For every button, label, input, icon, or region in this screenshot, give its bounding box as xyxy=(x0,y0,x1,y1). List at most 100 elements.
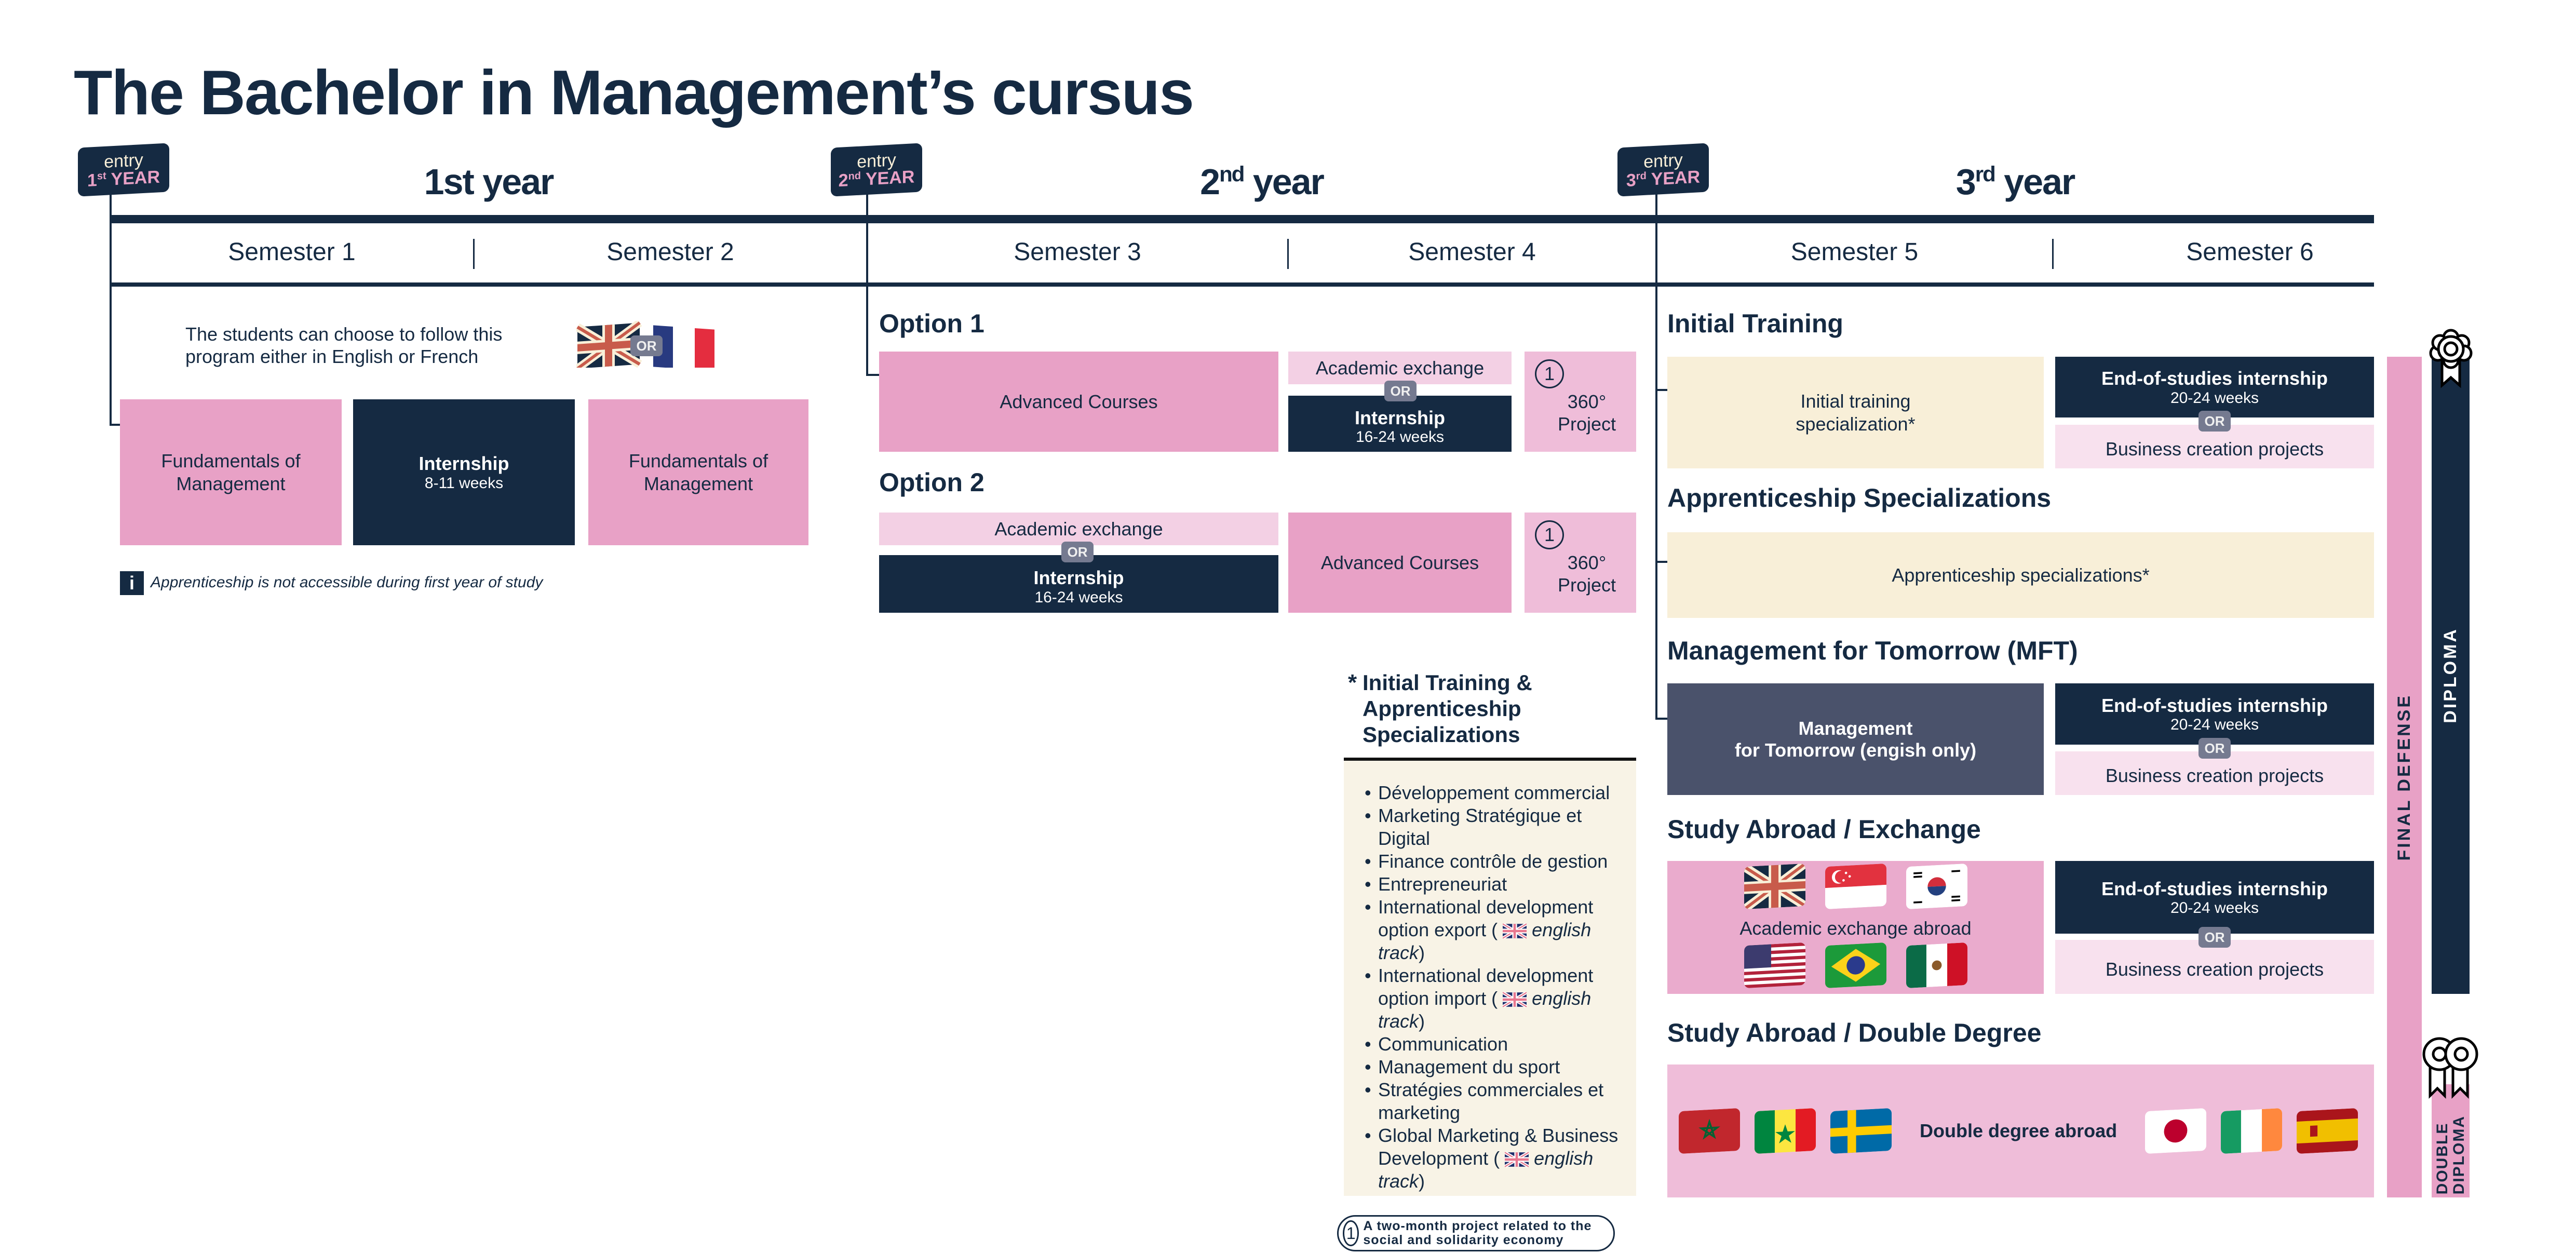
option1-advanced-courses: Advanced Courses xyxy=(879,352,1278,452)
mft-label: Management for Tomorrow (MFT) xyxy=(1667,636,2078,665)
mft-end-of-studies-internship: End-of-studies internship 20-24 weeks xyxy=(2055,683,2374,745)
mft-box: Management for Tomorrow (engish only) xyxy=(1667,683,2044,795)
year-title-1: 1st year xyxy=(424,161,555,202)
specialization-item: Management du sport xyxy=(1365,1056,1626,1079)
entry-arrow-stem xyxy=(1655,718,1671,720)
or-badge: OR xyxy=(630,335,663,356)
semester-4: Semester 4 xyxy=(1408,238,1536,266)
entry-arrow-stem xyxy=(1655,561,1671,563)
double-degree-text: Double degree abroad xyxy=(1920,1120,2118,1141)
specialization-item: Stratégies commerciales et marketing xyxy=(1365,1079,1626,1124)
entry-arrow-stem xyxy=(866,374,882,376)
final-defense-bar: FINAL DEFENSE xyxy=(2387,357,2422,1197)
sweden-flag-icon xyxy=(1830,1108,1892,1154)
double-degree-label: Study Abroad / Double Degree xyxy=(1667,1018,2042,1047)
uk-flag-icon xyxy=(1503,923,1527,939)
brazil-flag-icon xyxy=(1825,942,1886,989)
specialization-item: International development option import … xyxy=(1365,964,1626,1033)
specializations-heading: * Initial Training & Apprenticeship Spec… xyxy=(1348,670,1532,747)
year1-internship-box: Internship 8-11 weeks xyxy=(353,399,575,545)
entry-line-1 xyxy=(110,192,112,426)
option-1-label: Option 1 xyxy=(879,309,984,338)
language-flags: OR xyxy=(575,319,717,372)
initial-business-creation-projects: Business creation projects xyxy=(2055,425,2374,468)
uk-flag-icon xyxy=(1744,863,1805,910)
semester-1: Semester 1 xyxy=(228,238,356,266)
footnote-1-icon: 1 xyxy=(1535,520,1564,549)
language-note: The students can choose to follow this p… xyxy=(185,324,503,368)
year-title-2: 2nd year xyxy=(1200,161,1325,202)
header-bottom-line xyxy=(110,282,2374,287)
semester-divider xyxy=(1287,239,1289,269)
double-rosette-award-icon xyxy=(2422,1037,2478,1099)
exchange-flags-top xyxy=(1667,863,2044,912)
semester-6: Semester 6 xyxy=(2186,238,2314,266)
specialization-item: Finance contrôle de gestion xyxy=(1365,850,1626,873)
or-badge: OR xyxy=(2199,927,2231,948)
specializations-list-panel: Développement commercialMarketing Straté… xyxy=(1344,758,1636,1196)
singapore-flag-icon xyxy=(1825,863,1886,910)
exchange-abroad-box: Academic exchange abroad xyxy=(1667,861,2044,994)
double-degree-box: Double degree abroad xyxy=(1667,1065,2374,1197)
semester-divider xyxy=(473,239,475,269)
japan-flag-icon xyxy=(2145,1108,2207,1154)
semester-2: Semester 2 xyxy=(606,238,734,266)
apprenticeship-box: Apprenticeship specializations* xyxy=(1667,532,2374,618)
specializations-list: Développement commercialMarketing Straté… xyxy=(1344,761,1636,1193)
or-badge: OR xyxy=(2199,411,2231,432)
info-icon: i xyxy=(120,571,144,595)
initial-training-label: Initial Training xyxy=(1667,309,1843,338)
ireland-flag-icon xyxy=(2221,1108,2283,1154)
initial-training-box: Initial training specialization* xyxy=(1667,357,2044,468)
specialization-item: Développement commercial xyxy=(1365,782,1626,804)
or-badge: OR xyxy=(2199,738,2231,759)
specialization-item: International development option export … xyxy=(1365,896,1626,964)
semester-3: Semester 3 xyxy=(1014,238,1141,266)
header-top-line xyxy=(110,215,2374,223)
option-2-label: Option 2 xyxy=(879,468,984,497)
option2-internship: Internship 16-24 weeks xyxy=(879,555,1278,613)
semester-5: Semester 5 xyxy=(1790,238,1919,266)
exchange-business-creation-projects: Business creation projects xyxy=(2055,940,2374,994)
senegal-flag-icon xyxy=(1755,1108,1816,1154)
footnote-1-icon: 1 xyxy=(1343,1220,1359,1246)
mft-business-creation-projects: Business creation projects xyxy=(2055,751,2374,795)
option1-360-project: 1 360° Project xyxy=(1525,352,1636,452)
morocco-flag-icon xyxy=(1679,1108,1740,1154)
study-abroad-exchange-label: Study Abroad / Exchange xyxy=(1667,815,1981,844)
semester-divider xyxy=(2052,239,2054,269)
double-degree-flags-left xyxy=(1679,1108,1892,1154)
option1-internship: Internship 16-24 weeks xyxy=(1288,396,1512,452)
diploma-bar: DIPLOMA xyxy=(2432,357,2470,994)
mexico-flag-icon xyxy=(1906,942,1967,989)
exchange-end-of-studies-internship: End-of-studies internship 20-24 weeks xyxy=(2055,861,2374,934)
or-badge: OR xyxy=(1384,381,1417,401)
specialization-item: Global Marketing & Business Development … xyxy=(1365,1124,1626,1193)
footnote-360-project: 1 A two-month project related to the soc… xyxy=(1337,1215,1615,1251)
asterisk: * xyxy=(1348,670,1357,695)
info-note: Apprenticeship is not accessible during … xyxy=(151,574,543,591)
year1-fundamentals-box-2: Fundamentals of Management xyxy=(588,399,808,545)
entry-arrow-stem xyxy=(110,424,125,426)
exchange-flags-bottom xyxy=(1667,942,2044,991)
or-badge: OR xyxy=(1061,542,1094,562)
spain-flag-icon xyxy=(2297,1108,2358,1154)
specialization-item: Marketing Stratégique et Digital xyxy=(1365,804,1626,850)
entry-arrow-stem xyxy=(1655,389,1671,391)
apprenticeship-label: Apprenticeship Specializations xyxy=(1667,483,2052,513)
option2-advanced-courses: Advanced Courses xyxy=(1288,513,1512,613)
year1-fundamentals-box-1: Fundamentals of Management xyxy=(120,399,342,545)
option1-academic-exchange: Academic exchange xyxy=(1288,352,1512,384)
specialization-item: Communication xyxy=(1365,1033,1626,1056)
uk-flag-icon xyxy=(1503,992,1527,1008)
page-title: The Bachelor in Management’s cursus xyxy=(74,57,1194,128)
south-korea-flag-icon xyxy=(1906,863,1967,910)
year-title-3: 3rd year xyxy=(1955,161,2075,202)
entry-line-3 xyxy=(1655,192,1657,720)
footnote-text: A two-month project related to the socia… xyxy=(1363,1218,1592,1247)
usa-flag-icon xyxy=(1744,942,1805,989)
uk-flag-icon xyxy=(1505,1152,1529,1168)
initial-end-of-studies-internship: End-of-studies internship 20-24 weeks xyxy=(2055,357,2374,417)
